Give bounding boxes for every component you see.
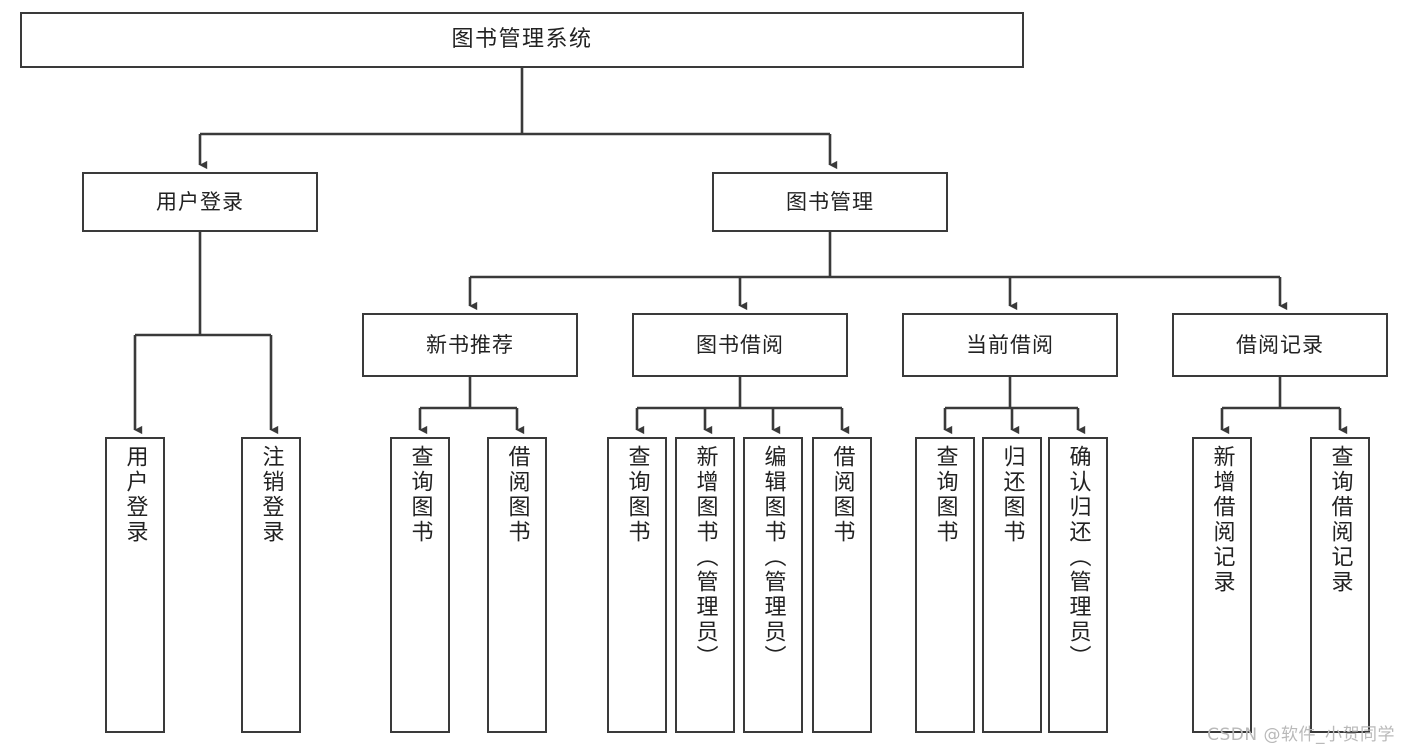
- leaf-borrow-book-2-label: 借阅图书: [829, 445, 855, 545]
- leaf-confirm-return-label: 确认归还（管理员）: [1065, 445, 1091, 670]
- node-current-borrow-label: 当前借阅: [966, 332, 1054, 357]
- leaf-edit-book-label: 编辑图书（管理员）: [760, 445, 786, 670]
- leaf-user-login[interactable]: 用户登录: [105, 437, 165, 733]
- node-user-login[interactable]: 用户登录: [82, 172, 318, 232]
- leaf-borrow-book-2[interactable]: 借阅图书: [812, 437, 872, 733]
- leaf-logout-login[interactable]: 注销登录: [241, 437, 301, 733]
- leaf-add-book-label: 新增图书（管理员）: [692, 445, 718, 670]
- leaf-borrow-book-1-label: 借阅图书: [504, 445, 530, 545]
- node-root-label: 图书管理系统: [451, 27, 593, 53]
- node-book-management-label: 图书管理: [786, 189, 874, 214]
- leaf-logout-login-label: 注销登录: [258, 445, 284, 545]
- csdn-watermark: CSDN @软件_小贺同学: [1207, 725, 1395, 745]
- leaf-query-book-2-label: 查询图书: [624, 445, 650, 545]
- leaf-query-book-3[interactable]: 查询图书: [915, 437, 975, 733]
- leaf-add-record[interactable]: 新增借阅记录: [1192, 437, 1252, 733]
- node-current-borrow[interactable]: 当前借阅: [902, 313, 1118, 377]
- leaf-user-login-label: 用户登录: [122, 445, 148, 545]
- node-user-login-label: 用户登录: [156, 189, 244, 214]
- node-new-book-recommend[interactable]: 新书推荐: [362, 313, 578, 377]
- leaf-query-record-label: 查询借阅记录: [1327, 445, 1353, 595]
- leaf-confirm-return[interactable]: 确认归还（管理员）: [1048, 437, 1108, 733]
- leaf-return-book[interactable]: 归还图书: [982, 437, 1042, 733]
- leaf-add-record-label: 新增借阅记录: [1209, 445, 1235, 595]
- node-borrow-record[interactable]: 借阅记录: [1172, 313, 1388, 377]
- node-book-borrow[interactable]: 图书借阅: [632, 313, 848, 377]
- leaf-edit-book[interactable]: 编辑图书（管理员）: [743, 437, 803, 733]
- node-book-borrow-label: 图书借阅: [696, 332, 784, 357]
- leaf-add-book[interactable]: 新增图书（管理员）: [675, 437, 735, 733]
- leaf-query-book-3-label: 查询图书: [932, 445, 958, 545]
- leaf-return-book-label: 归还图书: [999, 445, 1025, 545]
- leaf-query-book-1-label: 查询图书: [407, 445, 433, 545]
- node-root[interactable]: 图书管理系统: [20, 12, 1024, 68]
- leaf-query-record[interactable]: 查询借阅记录: [1310, 437, 1370, 733]
- leaf-query-book-1[interactable]: 查询图书: [390, 437, 450, 733]
- leaf-borrow-book-1[interactable]: 借阅图书: [487, 437, 547, 733]
- node-new-book-recommend-label: 新书推荐: [426, 332, 514, 357]
- leaf-query-book-2[interactable]: 查询图书: [607, 437, 667, 733]
- node-borrow-record-label: 借阅记录: [1236, 332, 1324, 357]
- node-book-management[interactable]: 图书管理: [712, 172, 948, 232]
